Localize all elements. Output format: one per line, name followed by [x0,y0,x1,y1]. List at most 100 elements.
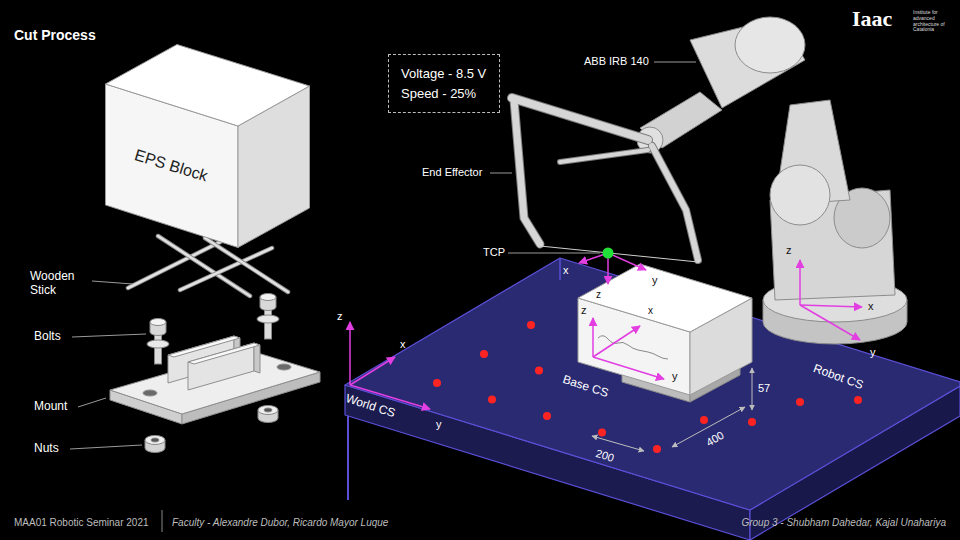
tcp-frame [579,253,646,284]
wooden-stick [205,238,288,292]
bolt [150,319,166,326]
world-frame [349,322,351,385]
robot-frame [800,305,860,340]
table-hole [796,398,804,406]
axis-label: z [337,310,343,323]
nut [145,436,165,445]
dimension-value: 200 [594,447,615,464]
eps-block-face [106,45,310,127]
robot-arm [770,165,830,225]
mount-plate [254,343,260,373]
wooden-stick [128,236,288,296]
part-name: TCP [483,246,505,259]
axis-label: x [648,305,653,317]
leader-line [78,398,106,407]
dimension-line [752,368,753,410]
robot-arm [690,18,805,108]
table-hole [700,416,708,424]
eps-block-node: EPS Block [105,44,310,248]
table-hole [854,396,862,404]
mount-plate [143,390,157,396]
tcp-frame [608,253,646,270]
part-name: Mount [34,400,67,414]
nut [151,438,159,442]
footer-text: Faculty - Alexandre Dubor, Ricardo Mayor… [172,517,388,529]
end-effector [512,98,698,262]
part-name: Nuts [34,442,59,456]
eps-block [578,264,752,332]
part-name: Wooden Stick [30,270,90,298]
axis-label: z [581,304,587,317]
mount-plate [110,336,320,424]
table-hole [653,445,661,453]
base-frame [593,357,664,379]
end-effector [514,100,540,244]
parameter-box: Voltage - 8.5 VSpeed - 25% [388,54,500,113]
leader-line [508,253,600,254]
robot-arm [735,17,805,73]
frame-name: World CS [344,392,397,421]
table-hole [535,367,543,375]
parameter-text: Speed - 25% [401,84,487,104]
axis-label: y [436,418,442,431]
leader-line [72,334,146,337]
table-hole [598,429,606,437]
table-hole [480,350,488,358]
axis-label: x [868,300,874,313]
end-effector [560,150,648,162]
leader-line [70,281,146,449]
dimension-value: 400 [704,429,726,449]
table [345,258,960,540]
robot-frame [800,260,862,340]
nut [264,408,272,412]
axis-label: x [400,338,406,351]
axis-label: y [870,346,876,359]
dimension-value: 57 [758,382,770,395]
table-hole [488,396,496,404]
footer-text: MAA01 Robotic Seminar 2021 [14,517,149,529]
base-frame [592,318,594,357]
end-effector [512,98,648,140]
table-hole [543,412,551,420]
bolt [257,315,279,323]
logo-tagline: Institute for advanced architecture of C… [913,10,957,33]
tcp-point [603,248,614,259]
leader-line [490,62,696,253]
table [559,258,561,280]
slide-title: Cut Process [14,27,96,43]
nut [258,406,278,415]
end-effector [560,150,648,162]
robot-frame [800,305,862,307]
axis-label: y [652,274,658,287]
mount-plate [188,343,260,364]
axis-label: z [596,289,601,301]
leader-line [490,173,512,174]
base-frame [593,326,640,357]
table-hole [748,418,756,426]
nut [145,406,278,453]
end-effector [512,98,648,140]
end-effector [652,146,698,260]
part-name: End Effector [422,166,482,179]
end-effector [514,100,540,244]
table [347,416,349,500]
base-frame [593,318,664,379]
frame-name: Base CS [561,373,610,401]
table-hole [433,379,441,387]
bolt [147,340,169,348]
axis-label: z [786,244,792,257]
leader-line [654,62,696,63]
parameter-text: Voltage - 8.5 V [401,64,487,84]
wooden-stick [205,238,288,292]
end-effector [540,246,698,262]
robot-frame [799,260,801,305]
logo-mark: Iaac [852,6,892,31]
eps-block [578,264,752,395]
frame-name: Robot CS [811,362,865,393]
footer-text: Group 3 - Shubham Dahedar, Kajal Unahari… [741,517,946,529]
end-effector [652,146,698,260]
mount-plate [277,364,291,370]
footer-divider [162,510,163,532]
axis-label: x [563,264,569,277]
